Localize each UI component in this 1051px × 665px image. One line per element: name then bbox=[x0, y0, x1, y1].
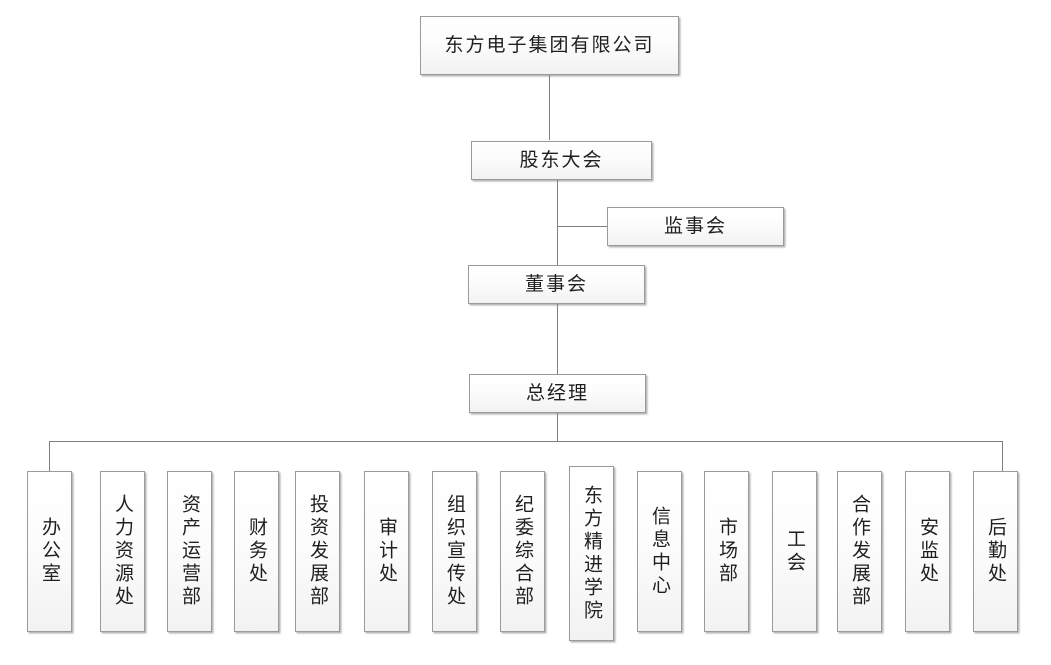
node-company-label: 东方电子集团有限公司 bbox=[444, 34, 655, 57]
department-label-6: 组织宣传处 bbox=[444, 494, 466, 609]
department-box-13[interactable]: 安监处 bbox=[905, 471, 950, 632]
department-label-7: 纪委综合部 bbox=[512, 494, 534, 609]
department-box-14[interactable]: 后勤处 bbox=[973, 471, 1018, 632]
department-box-10[interactable]: 市场部 bbox=[704, 471, 749, 632]
node-general-manager-label: 总经理 bbox=[525, 382, 589, 405]
node-company[interactable]: 东方电子集团有限公司 bbox=[420, 16, 679, 75]
node-general-manager[interactable]: 总经理 bbox=[469, 374, 646, 413]
department-box-9[interactable]: 信息中心 bbox=[637, 471, 682, 632]
connector-company-to-shareholders bbox=[549, 75, 550, 140]
connector-shareholders-to-directors bbox=[557, 180, 558, 266]
node-board-of-supervisors-label: 监事会 bbox=[663, 215, 727, 238]
node-shareholders-meeting[interactable]: 股东大会 bbox=[471, 141, 652, 180]
node-board-of-directors[interactable]: 董事会 bbox=[468, 265, 645, 304]
department-box-6[interactable]: 组织宣传处 bbox=[432, 471, 477, 632]
department-box-5[interactable]: 审计处 bbox=[364, 471, 409, 632]
connector-directors-to-manager bbox=[557, 303, 558, 375]
connector-bus-drop-right bbox=[1002, 441, 1003, 471]
department-label-8: 东方精进学院 bbox=[581, 484, 603, 623]
department-box-4[interactable]: 投资发展部 bbox=[295, 471, 340, 632]
node-shareholders-meeting-label: 股东大会 bbox=[519, 149, 604, 172]
connector-bus-drop-left bbox=[49, 441, 50, 471]
connector-department-bus bbox=[49, 441, 1002, 442]
department-label-10: 市场部 bbox=[716, 517, 738, 586]
department-box-11[interactable]: 工会 bbox=[772, 471, 817, 632]
node-board-of-supervisors[interactable]: 监事会 bbox=[607, 207, 784, 246]
department-label-13: 安监处 bbox=[917, 517, 939, 586]
department-label-14: 后勤处 bbox=[985, 517, 1007, 586]
department-box-0[interactable]: 办公室 bbox=[27, 471, 72, 632]
department-box-7[interactable]: 纪委综合部 bbox=[500, 471, 545, 632]
department-label-2: 资产运营部 bbox=[179, 494, 201, 609]
connector-manager-stem bbox=[557, 412, 558, 441]
department-label-3: 财务处 bbox=[246, 517, 268, 586]
department-box-8[interactable]: 东方精进学院 bbox=[569, 466, 614, 641]
node-board-of-directors-label: 董事会 bbox=[524, 273, 588, 296]
department-box-1[interactable]: 人力资源处 bbox=[100, 471, 145, 632]
connector-branch-to-supervisors bbox=[557, 226, 608, 227]
department-box-12[interactable]: 合作发展部 bbox=[837, 471, 882, 632]
department-box-2[interactable]: 资产运营部 bbox=[167, 471, 212, 632]
department-label-9: 信息中心 bbox=[649, 505, 671, 598]
department-box-3[interactable]: 财务处 bbox=[234, 471, 279, 632]
department-label-4: 投资发展部 bbox=[307, 494, 329, 609]
department-label-0: 办公室 bbox=[39, 517, 61, 586]
department-label-5: 审计处 bbox=[376, 517, 398, 586]
department-label-11: 工会 bbox=[784, 528, 806, 575]
department-label-1: 人力资源处 bbox=[112, 494, 134, 609]
department-label-12: 合作发展部 bbox=[849, 494, 871, 609]
